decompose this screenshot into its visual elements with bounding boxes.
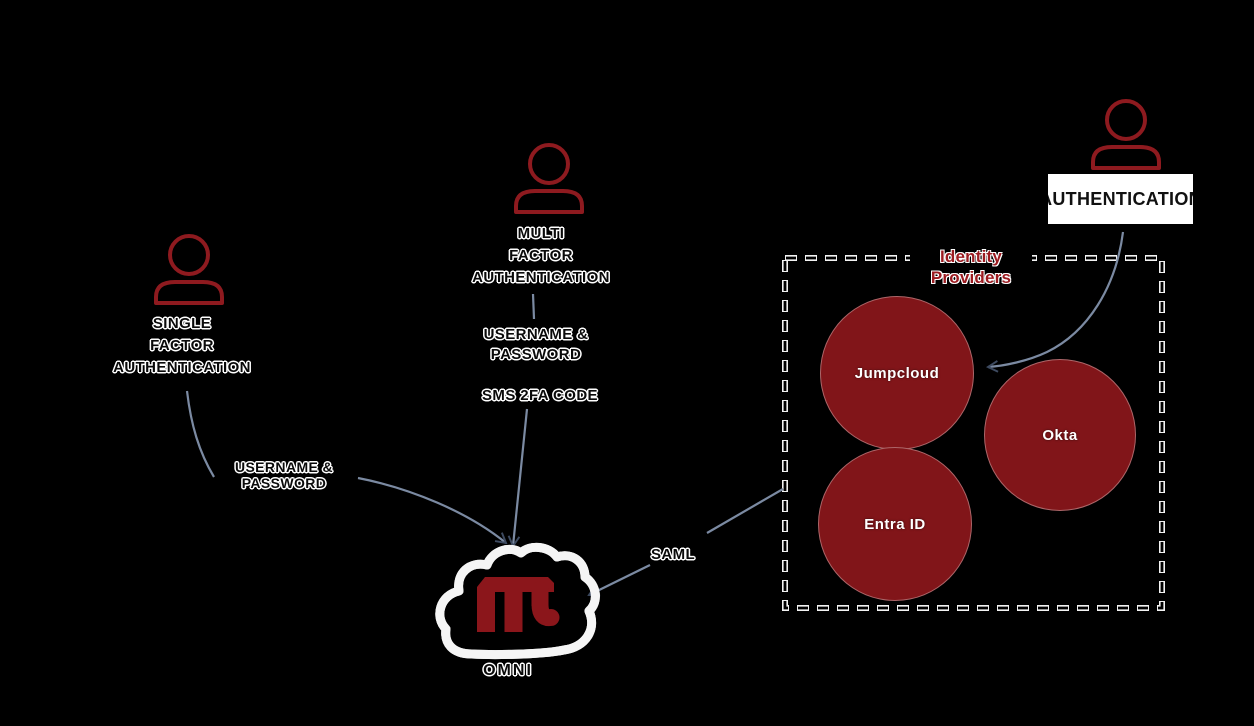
sso-authentication-text: AUTHENTICATION: [1048, 188, 1193, 209]
sfa-credentials-label: USERNAME & PASSWORD: [234, 459, 334, 491]
omni-m-logo: [477, 577, 560, 632]
sms-2fa-code-label: SMS 2FA CODE: [482, 387, 598, 404]
multi-factor-label: MULTI FACTOR AUTHENTICATION: [472, 225, 610, 286]
provider-node-okta: Okta: [984, 359, 1136, 511]
sso-authentication-box: AUTHENTICATION: [1048, 174, 1193, 224]
connector-sso-to-jumpcloud: [985, 231, 1125, 373]
connector-mfa-to-omni: [507, 408, 529, 548]
provider-node-jumpcloud: Jumpcloud: [820, 296, 974, 450]
user-icon: [154, 234, 224, 305]
mfa-credentials-label: USERNAME & PASSWORD: [483, 326, 589, 363]
omni-label: OMNI: [483, 662, 533, 679]
provider-node-entra-id: Entra ID: [818, 447, 972, 601]
connector-saml-upper: [706, 488, 784, 534]
actor-single-factor: [154, 234, 224, 305]
connector-sfa-to-omni: [357, 476, 508, 545]
single-factor-label: SINGLE FACTOR AUTHENTICATION: [113, 315, 251, 376]
user-icon: [1091, 99, 1161, 170]
identity-providers-title: Identity Providers: [910, 246, 1032, 288]
actor-multi-factor: [514, 143, 584, 214]
cloud-icon: [440, 547, 596, 654]
saml-label: SAML: [650, 546, 696, 563]
connector-mfa-upper: [531, 293, 536, 320]
connector-sfa-curve-upper: [185, 390, 215, 478]
user-icon: [514, 143, 584, 214]
actor-sso-user: [1091, 99, 1161, 170]
